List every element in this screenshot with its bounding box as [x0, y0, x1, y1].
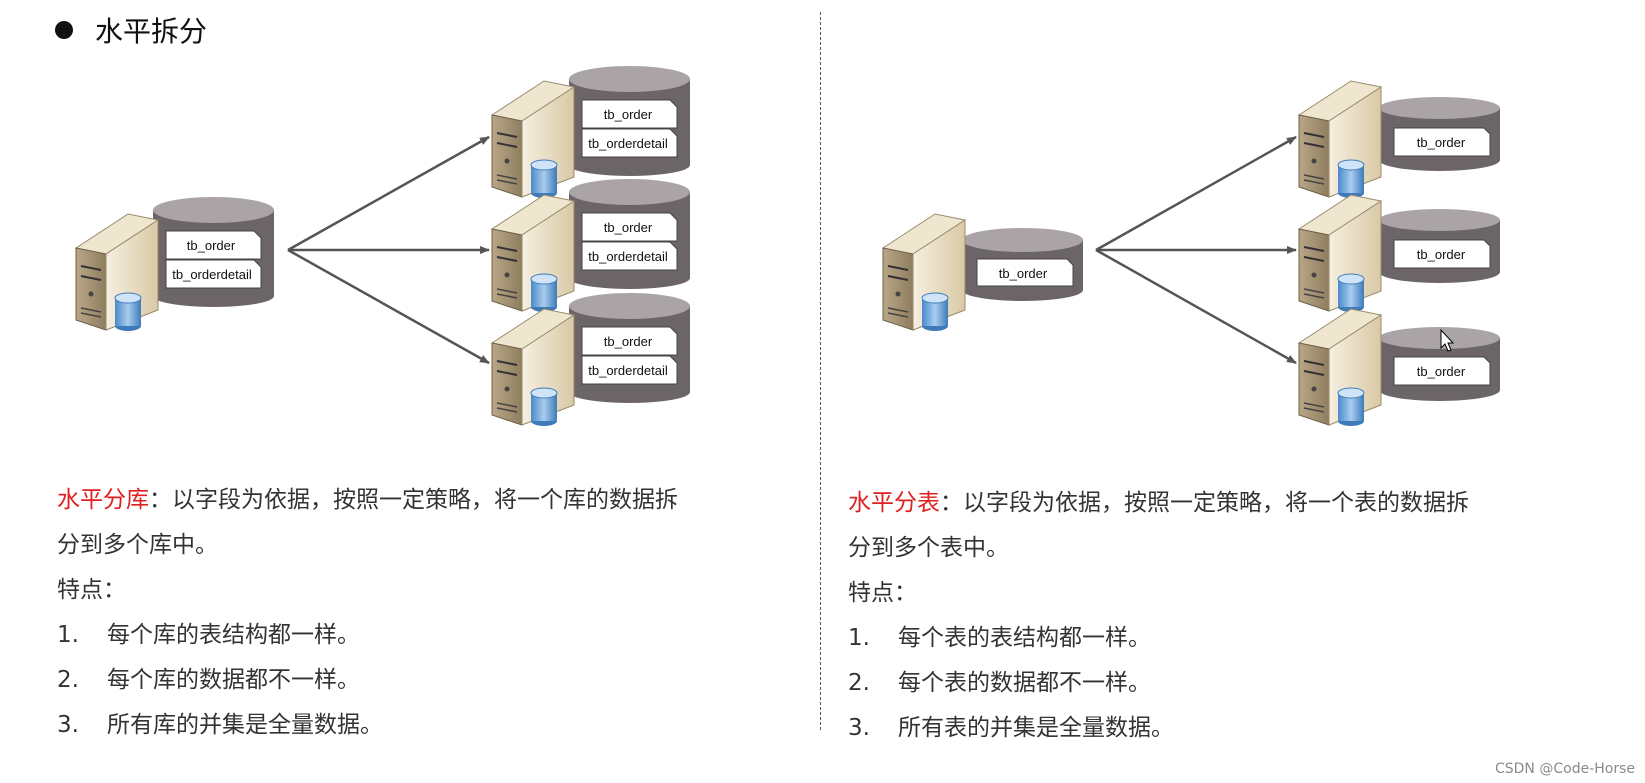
database-cylinder: tb_order tb_orderdetail	[153, 197, 274, 307]
table-label: tb_order	[999, 266, 1048, 281]
right-target-node-3: tb_order	[1298, 308, 1500, 427]
left-arrows	[287, 135, 490, 365]
database-cylinder: tb_order tb_orderdetail	[569, 179, 690, 289]
left-features-label: 特点：	[57, 577, 126, 603]
right-heading-term: 水平分表	[848, 490, 940, 516]
right-feature-item: 2.每个表的数据都不一样。	[848, 670, 1151, 696]
database-cylinder: tb_order tb_orderdetail	[569, 293, 690, 403]
table-label: tb_order	[604, 334, 653, 349]
bullet-icon	[55, 21, 73, 39]
table-label: tb_order	[604, 220, 653, 235]
database-cylinder: tb_order	[962, 228, 1083, 301]
right-target-node-2: tb_order	[1298, 194, 1500, 313]
server-icon	[75, 213, 159, 332]
title-text: 水平拆分	[95, 15, 208, 48]
dashed-divider	[820, 12, 821, 730]
table-label: tb_orderdetail	[588, 363, 668, 378]
database-cylinder: tb_order	[1379, 209, 1500, 283]
left-description: 水平分库：以字段为依据，按照一定策略，将一个库的数据拆 分到多个库中。 特点： …	[57, 478, 678, 748]
left-target-node-3: tb_order tb_orderdetail	[491, 293, 690, 427]
right-arrows	[1095, 135, 1297, 365]
server-icon	[1298, 80, 1382, 199]
database-cylinder: tb_order tb_orderdetail	[569, 66, 690, 176]
left-heading-rest: ：以字段为依据，按照一定策略，将一个库的数据拆	[149, 487, 678, 513]
left-heading-cont: 分到多个库中。	[57, 532, 218, 558]
table-label: tb_order	[1417, 135, 1466, 150]
right-heading: 水平分表：以字段为依据，按照一定策略，将一个表的数据拆	[848, 481, 1469, 526]
table-label: tb_orderdetail	[588, 136, 668, 151]
left-target-node-1: tb_order tb_orderdetail	[491, 66, 690, 199]
right-feature-item: 3.所有表的并集是全量数据。	[848, 715, 1174, 741]
right-features-label: 特点：	[848, 580, 917, 606]
right-feature-item: 1.每个表的表结构都一样。	[848, 625, 1151, 651]
right-description: 水平分表：以字段为依据，按照一定策略，将一个表的数据拆 分到多个表中。 特点： …	[848, 481, 1469, 751]
server-icon	[1298, 194, 1382, 313]
server-icon	[491, 308, 575, 427]
table-label: tb_order	[604, 107, 653, 122]
server-icon	[491, 80, 575, 199]
left-feature-item: 2.每个库的数据都不一样。	[57, 667, 360, 693]
table-label: tb_orderdetail	[172, 267, 252, 282]
server-icon	[882, 213, 966, 332]
left-feature-item: 3.所有库的并集是全量数据。	[57, 712, 383, 738]
page-title: 水平拆分	[55, 10, 207, 50]
left-heading: 水平分库：以字段为依据，按照一定策略，将一个库的数据拆	[57, 478, 678, 523]
right-heading-rest: ：以字段为依据，按照一定策略，将一个表的数据拆	[940, 490, 1469, 516]
cursor-icon	[1440, 328, 1455, 352]
table-label: tb_order	[1417, 364, 1466, 379]
left-feature-item: 1.每个库的表结构都一样。	[57, 622, 360, 648]
database-cylinder: tb_order	[1379, 327, 1500, 401]
right-target-node-1: tb_order	[1298, 80, 1500, 199]
table-label: tb_orderdetail	[588, 249, 668, 264]
server-icon	[1298, 308, 1382, 427]
left-heading-term: 水平分库	[57, 487, 149, 513]
right-heading-cont: 分到多个表中。	[848, 535, 1009, 561]
table-label: tb_order	[1417, 247, 1466, 262]
table-label: tb_order	[187, 238, 236, 253]
right-source-node: tb_order	[882, 213, 1083, 332]
left-source-node: tb_order tb_orderdetail	[75, 197, 274, 332]
server-icon	[491, 194, 575, 313]
left-target-node-2: tb_order tb_orderdetail	[491, 179, 690, 313]
watermark: CSDN @Code-Horse	[1494, 761, 1635, 777]
database-cylinder: tb_order	[1379, 97, 1500, 171]
